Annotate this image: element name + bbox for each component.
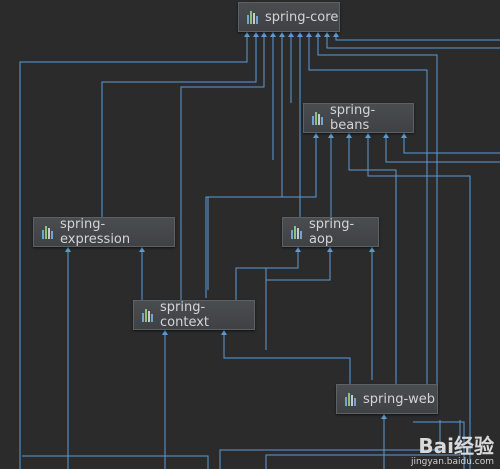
dependency-edge — [413, 421, 465, 469]
dependency-edge — [19, 32, 250, 469]
dependency-edge — [306, 32, 428, 388]
dependency-edge — [365, 133, 471, 469]
module-icon — [291, 225, 303, 239]
module-node-spring-aop[interactable]: spring-aop — [282, 217, 379, 247]
dependency-edge — [265, 420, 461, 469]
dependency-edge — [401, 133, 500, 154]
module-icon — [142, 308, 154, 322]
module-label: spring-expression — [60, 217, 131, 247]
module-node-spring-context[interactable]: spring-context — [133, 300, 255, 330]
module-icon — [247, 10, 259, 24]
dependency-edge — [383, 133, 500, 163]
watermark-url: jingyan.baidu.com — [410, 457, 494, 467]
module-node-spring-expression[interactable]: spring-expression — [33, 217, 175, 247]
module-node-spring-core[interactable]: spring-core — [238, 2, 340, 32]
dependency-edge — [346, 133, 397, 384]
dependency-edge — [180, 32, 267, 300]
dependency-edge — [315, 32, 438, 384]
dependency-edge — [333, 32, 500, 41]
module-label: spring-core — [265, 9, 339, 25]
watermark-brand: Bai经验 — [418, 434, 494, 458]
module-node-spring-web[interactable]: spring-web — [336, 384, 438, 414]
dependency-edge — [324, 32, 500, 49]
module-label: spring-context — [160, 300, 209, 330]
module-icon — [312, 111, 324, 125]
dependency-edge — [205, 32, 285, 298]
dependency-edge — [221, 330, 351, 384]
module-icon — [42, 225, 54, 239]
dependency-edge — [101, 32, 259, 217]
dependency-edge — [235, 247, 301, 300]
dependency-edge — [22, 455, 209, 469]
dependency-edge — [207, 133, 319, 290]
dependency-edge — [219, 420, 441, 469]
module-label: spring-beans — [330, 103, 376, 133]
module-icon — [345, 392, 357, 406]
module-label: spring-aop — [309, 217, 355, 247]
module-label: spring-web — [363, 391, 436, 407]
dependency-edge — [265, 247, 333, 350]
baidu-jingyan-watermark: Bai经验 jingyan.baidu.com — [411, 430, 494, 467]
module-node-spring-beans[interactable]: spring-beans — [303, 103, 414, 133]
